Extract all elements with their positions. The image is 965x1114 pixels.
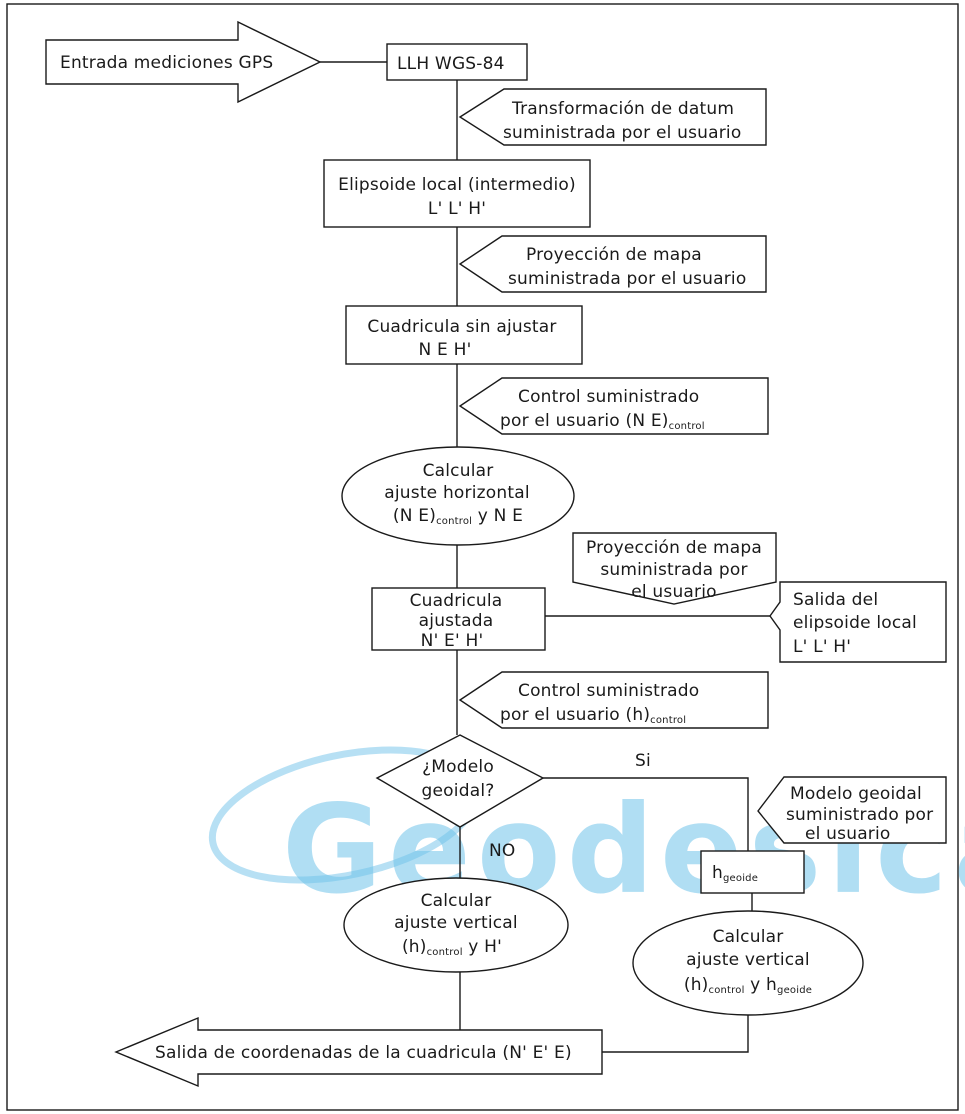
- projection-note-shape: [458, 235, 767, 293]
- yes-label: Si: [635, 751, 651, 771]
- ellipsoid-output-line1: Salida del: [793, 590, 878, 610]
- grid-unadjusted-line1: Cuadricula sin ajustar: [367, 317, 556, 337]
- control-h-note: Control suministrado por el usuario (h)c…: [458, 671, 769, 729]
- datum-note-shape: [458, 88, 767, 146]
- grid-adjusted-box: Cuadricula ajustada N' E' H': [371, 587, 546, 651]
- vertical-adjust-left: Calcular ajuste vertical (h)control y H': [343, 877, 569, 973]
- vertical-adjust-right-line2: ajuste vertical: [686, 950, 810, 970]
- geoid-note-line3: el usuario: [805, 824, 891, 844]
- control-h-line2-main: por el usuario (h): [500, 705, 650, 725]
- datum-note: Transformación de datum suministrada por…: [458, 88, 767, 146]
- vertical-adjust-left-line1: Calcular: [421, 891, 492, 911]
- connector-right-output: [602, 1015, 749, 1053]
- control-h-line2: por el usuario (h)control: [500, 705, 686, 726]
- output-arrow-shape: [114, 1016, 603, 1088]
- datum-note-line2: suministrada por el usuario: [503, 123, 741, 143]
- llh-rect: [386, 43, 528, 81]
- ellipsoid-line1: Elipsoide local (intermedio): [338, 175, 576, 195]
- hgeoide-main: h: [712, 863, 723, 883]
- projection-note-2-line3: el usuario: [631, 582, 717, 602]
- geoid-note-line2: suministrado por: [786, 805, 933, 825]
- decision-line1: ¿Modelo: [422, 757, 494, 777]
- ellipsoid-output-shape: [769, 581, 947, 663]
- control-ne-line2-sub: control: [669, 421, 705, 432]
- no-label: NO: [489, 841, 516, 861]
- vertical-adjust-right-line3-b: y h: [745, 975, 777, 995]
- projection-note-2-line1: Proyección de mapa: [586, 538, 762, 558]
- vertical-adjust-right-line3-sub: control: [709, 985, 745, 996]
- output-label: Salida de coordenadas de la cuadricula (…: [155, 1043, 572, 1063]
- control-h-line1: Control suministrado: [518, 681, 699, 701]
- control-h-line2-sub: control: [650, 715, 686, 726]
- horizontal-adjust-line2: ajuste horizontal: [384, 483, 530, 503]
- projection-note: Proyección de mapa suministrada por el u…: [458, 235, 767, 293]
- horizontal-adjust-line1: Calcular: [423, 461, 494, 481]
- geoid-note-shape: [757, 776, 947, 844]
- grid-adjusted-line2: ajustada: [419, 611, 494, 631]
- projection-note-2-shape: [572, 532, 777, 605]
- horizontal-adjust-line3-a: (N E): [393, 506, 436, 526]
- control-ne-line1: Control suministrado: [518, 387, 699, 407]
- hgeoide-label: hgeoide: [712, 863, 758, 884]
- connectors: [320, 61, 780, 1053]
- grid-adjusted-line3: N' E' H': [421, 631, 484, 651]
- ellipsoid-output: Salida del elipsoide local L' L' H': [769, 581, 947, 663]
- geoid-note-line1: Modelo geoidal: [790, 784, 922, 804]
- ellipsoid-output-line2: elipsoide local: [793, 613, 917, 633]
- geoid-decision: ¿Modelo geoidal?: [375, 734, 545, 828]
- vertical-adjust-left-line3-a: (h): [402, 937, 427, 957]
- grid-unadjusted-box: Cuadricula sin ajustar N E H': [345, 305, 583, 365]
- llh-box: LLH WGS-84: [386, 43, 528, 81]
- horizontal-adjust-line3-sub: control: [436, 516, 472, 527]
- geoid-note: Modelo geoidal suministrado por el usuar…: [757, 776, 947, 844]
- vertical-adjust-right-line3-a: (h): [684, 975, 709, 995]
- vertical-adjust-right-line3-sub2: geoide: [777, 985, 812, 996]
- vertical-adjust-left-line3-b: y H': [463, 937, 502, 957]
- horizontal-adjust-line3: (N E)control y N E: [393, 506, 523, 527]
- ellipsoid-line2: L' L' H': [428, 199, 486, 219]
- control-ne-line2-main: por el usuario (N E): [500, 411, 669, 431]
- outer-frame: [6, 3, 959, 1111]
- ellipsoid-output-line3: L' L' H': [793, 637, 851, 657]
- datum-note-line1: Transformación de datum: [511, 99, 734, 119]
- input-arrow: Entrada mediciones GPS: [45, 20, 322, 104]
- grid-unadjusted-line2: N E H': [419, 340, 472, 360]
- vertical-adjust-left-line3-sub: control: [427, 947, 463, 958]
- ellipsoid-box: Elipsoide local (intermedio) L' L' H': [323, 159, 591, 228]
- output-arrow: Salida de coordenadas de la cuadricula (…: [114, 1016, 603, 1088]
- llh-label: LLH WGS-84: [397, 54, 505, 74]
- control-ne-line2: por el usuario (N E)control: [500, 411, 705, 432]
- horizontal-adjust-ellipse: Calcular ajuste horizontal (N E)control …: [341, 446, 575, 546]
- input-arrow-shape: [45, 20, 322, 104]
- vertical-adjust-right-shape: [632, 910, 864, 1016]
- projection-note-2-line2: suministrada por: [600, 560, 747, 580]
- vertical-adjust-left-shape: [343, 877, 569, 973]
- horizontal-adjust-line3-b: y N E: [472, 506, 523, 526]
- hgeoide-sub: geoide: [723, 873, 758, 884]
- vertical-adjust-right-line3: (h)control y hgeoide: [684, 975, 812, 996]
- vertical-adjust-left-line3: (h)control y H': [402, 937, 502, 958]
- grid-adjusted-line1: Cuadricula: [410, 591, 503, 611]
- vertical-adjust-left-line2: ajuste vertical: [394, 913, 518, 933]
- projection-note-line2: suministrada por el usuario: [508, 269, 746, 289]
- hgeoide-box: hgeoide: [700, 850, 805, 894]
- control-h-note-shape: [458, 671, 769, 729]
- projection-note-line1: Proyección de mapa: [526, 245, 702, 265]
- grid-adjusted-rect: [371, 587, 546, 651]
- decision-line2: geoidal?: [422, 781, 495, 801]
- horizontal-adjust-shape: [341, 446, 575, 546]
- vertical-adjust-right-line1: Calcular: [713, 927, 784, 947]
- hgeoide-rect: [700, 850, 805, 894]
- control-ne-note-shape: [458, 377, 769, 435]
- grid-unadjusted-rect: [345, 305, 583, 365]
- input-label: Entrada mediciones GPS: [60, 53, 273, 73]
- vertical-adjust-right: Calcular ajuste vertical (h)control y hg…: [632, 910, 864, 1016]
- control-ne-note: Control suministrado por el usuario (N E…: [458, 377, 769, 435]
- projection-note-2: Proyección de mapa suministrada por el u…: [572, 532, 777, 605]
- ellipsoid-rect: [323, 159, 591, 228]
- decision-diamond: [375, 734, 545, 828]
- connector-yes-branch: [543, 777, 749, 851]
